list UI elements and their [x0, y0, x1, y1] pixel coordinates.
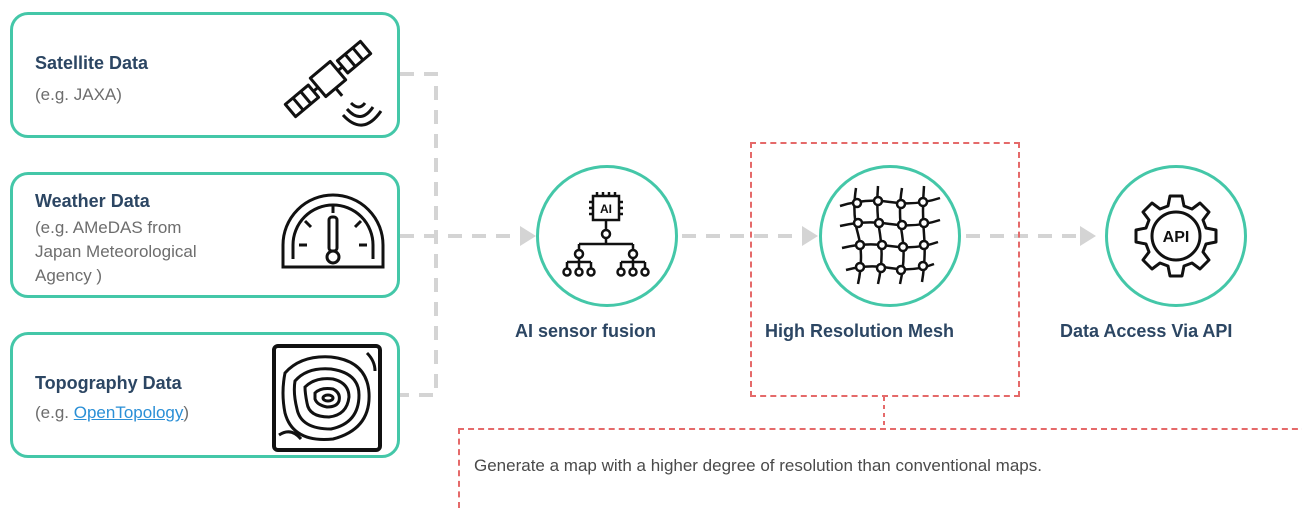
- connector-lines: [400, 72, 1096, 428]
- satellite-data-subtitle: (e.g. JAXA): [35, 85, 122, 104]
- ai-chip-icon: AI: [562, 192, 650, 277]
- data-access-api-node: API: [1105, 165, 1247, 307]
- note-box: [458, 428, 1302, 508]
- weather-data-subtitle: (e.g. AMeDAS from Japan Meteorological A…: [35, 218, 197, 285]
- ai-sensor-fusion-node: AI: [536, 165, 678, 307]
- satellite-data-box: Satellite Data (e.g. JAXA): [10, 12, 400, 138]
- ai-sensor-fusion-label: AI sensor fusion: [515, 321, 657, 341]
- topography-data-box: Topography Data (e.g. OpenTopology): [10, 332, 400, 458]
- mesh-icon: [839, 185, 941, 285]
- high-resolution-mesh-label: High Resolution Mesh: [765, 321, 954, 341]
- api-gear-icon: API: [1134, 194, 1218, 278]
- satellite-data-title: Satellite Data: [35, 53, 149, 73]
- weather-data-box: Weather Data (e.g. AMeDAS from Japan Met…: [10, 172, 400, 298]
- ai-chip-text: AI: [600, 202, 612, 216]
- mesh-highlight-box: [750, 142, 1020, 397]
- topography-icon: [272, 344, 382, 452]
- topography-data-subtitle: (e.g. OpenTopology): [35, 403, 190, 422]
- weather-data-title: Weather Data: [35, 191, 150, 211]
- high-resolution-mesh-node: [819, 165, 961, 307]
- opentopology-link[interactable]: OpenTopology: [73, 403, 184, 422]
- data-access-api-label: Data Access Via API: [1060, 321, 1233, 341]
- satellite-icon: [283, 39, 383, 127]
- gauge-icon: [281, 193, 385, 269]
- api-gear-text: API: [1163, 229, 1190, 246]
- topography-data-title: Topography Data: [35, 373, 182, 393]
- note-text: Generate a map with a higher degree of r…: [474, 456, 1042, 475]
